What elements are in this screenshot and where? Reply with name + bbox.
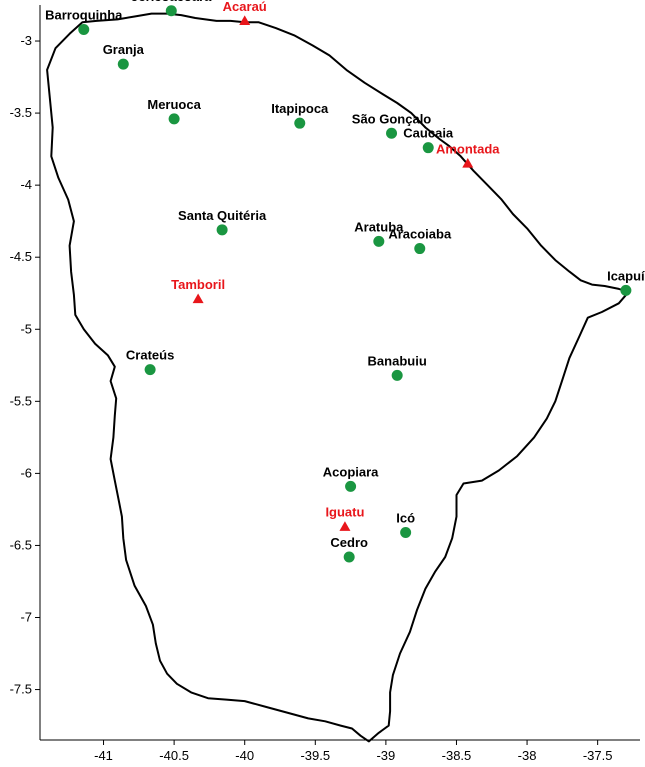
city-label: Iguatu [325, 505, 364, 520]
circle-marker [144, 364, 156, 376]
city-label: Cedro [330, 535, 368, 550]
circle-marker [400, 526, 412, 538]
city-label: Meruoca [147, 97, 201, 112]
circle-marker [345, 480, 357, 492]
circle-marker [386, 127, 398, 139]
city-point: Barroquinha [45, 8, 123, 35]
x-tick-label: -41 [94, 748, 113, 763]
city-label: Crateús [126, 348, 174, 363]
circle-marker [343, 551, 355, 563]
city-label: Caucaia [403, 126, 454, 141]
x-tick-label: -39 [376, 748, 395, 763]
city-label: Aratuba [354, 219, 404, 234]
circle-marker [414, 243, 426, 255]
city-point: Acaraú [223, 0, 267, 25]
city-point: Acopiara [323, 464, 379, 492]
y-tick-label: -4.5 [10, 249, 32, 264]
x-tick-label: -40.5 [159, 748, 189, 763]
state-border [46, 12, 630, 743]
circle-marker [294, 117, 306, 129]
points-layer: JericoacoaraBarroquinha AcaraúGranjaMeruo… [45, 0, 645, 563]
circle-marker [216, 224, 228, 236]
city-label: Banabuiu [368, 353, 427, 368]
x-tick-label: -40 [235, 748, 254, 763]
city-point: Cedro [330, 535, 368, 563]
city-point: Santa Quitéria [178, 208, 267, 236]
city-point: Amontada [436, 142, 500, 168]
triangle-marker [339, 521, 351, 531]
city-point: Granja [103, 42, 145, 70]
city-label: Acaraú [223, 0, 267, 14]
city-label: Barroquinha [45, 8, 123, 23]
city-point: Tamboril [171, 277, 225, 304]
city-point: Meruoca [147, 97, 202, 125]
city-point: Jericoacoara [131, 0, 212, 17]
x-tick-label: -39.5 [300, 748, 330, 763]
x-tick-label: -37.5 [583, 748, 613, 763]
y-tick-label: -3.5 [10, 105, 32, 120]
city-point: Aratuba [354, 219, 404, 247]
circle-marker [391, 369, 403, 381]
city-point: Icapuí [607, 268, 645, 296]
y-tick-label: -6.5 [10, 537, 32, 552]
triangle-marker [462, 158, 474, 168]
city-label: Aracoiaba [388, 227, 452, 242]
circle-marker [168, 113, 180, 125]
city-point: Banabuiu [368, 353, 427, 381]
city-label: Tamboril [171, 277, 225, 292]
city-point: Iguatu [325, 505, 364, 531]
state-border-layer [46, 12, 630, 743]
triangle-marker [192, 293, 204, 304]
city-label: Santa Quitéria [178, 208, 267, 223]
city-label: São Gonçalo [352, 111, 432, 126]
city-label: Icó [396, 510, 415, 525]
circle-marker [620, 284, 632, 296]
city-point: Aracoiaba [388, 227, 452, 255]
circle-marker [373, 235, 385, 247]
circle-marker [422, 142, 434, 154]
city-label: Itapipoca [271, 101, 329, 116]
y-tick-label: -4 [20, 177, 32, 192]
triangle-marker [239, 15, 251, 25]
y-tick-label: -3 [20, 33, 32, 48]
city-point: Caucaia [403, 126, 454, 154]
city-point: São Gonçalo [352, 111, 432, 139]
circle-marker [78, 24, 90, 35]
city-label: Acopiara [323, 464, 379, 479]
city-point: Icó [396, 510, 415, 538]
x-tick-label: -38.5 [442, 748, 472, 763]
circle-marker [117, 58, 129, 70]
city-point: Itapipoca [271, 101, 329, 129]
city-point: Crateús [126, 348, 174, 376]
city-label: Jericoacoara [131, 0, 212, 4]
x-tick-label: -38 [518, 748, 537, 763]
axes: -41 -40.5 -40 -39.5 -39 -38.5 -38 -37.5 -3 -3.5 -4… [10, 5, 640, 763]
y-tick-label: -6 [20, 465, 32, 480]
y-tick-label: -7.5 [10, 682, 32, 697]
city-label: Amontada [436, 142, 500, 157]
circle-marker [165, 5, 177, 17]
city-label: Granja [103, 42, 145, 57]
y-tick-label: -7 [20, 610, 32, 625]
y-tick-label: -5.5 [10, 393, 32, 408]
y-tick-label: -5 [20, 321, 32, 336]
city-label: Icapuí [607, 268, 645, 283]
